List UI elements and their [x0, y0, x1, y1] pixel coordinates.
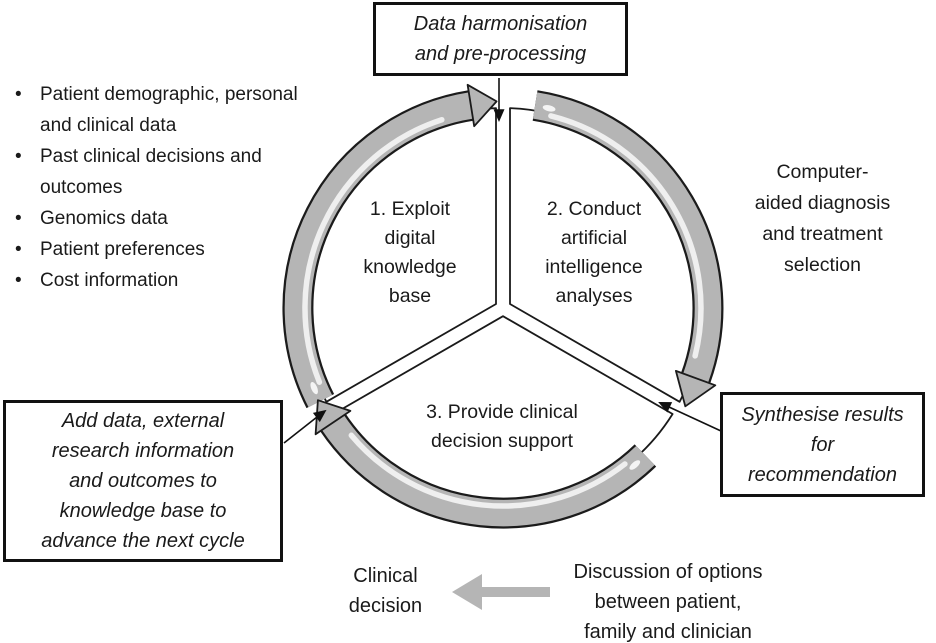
cycle-arrow-1-highlight — [302, 116, 445, 385]
cycle-arrow-1-shine — [310, 382, 318, 395]
list-item-text: Genomics data — [40, 208, 168, 229]
cycle-arrow-1-band — [284, 92, 473, 408]
list-item-text: Past clinical decisions and outcomes — [40, 146, 262, 198]
cycle-arrow-2-shine — [542, 105, 556, 112]
connector-left-line — [283, 416, 318, 444]
input-data-bullet-list: • Patient demographic, personal and clini… — [8, 79, 304, 296]
bullet-dot: • — [15, 239, 22, 260]
list-item-text: Patient demographic, personal and clinic… — [40, 84, 298, 136]
list-item-text: Cost information — [40, 270, 179, 291]
bullet-dot: • — [15, 84, 22, 105]
decision-arrow — [452, 574, 550, 610]
cycle-arrow-3-highlight — [348, 432, 628, 509]
list-item: • Genomics data — [8, 203, 304, 234]
connector-top-head — [493, 109, 505, 123]
list-item: • Cost information — [8, 265, 304, 296]
cycle-arrow-2-band — [532, 92, 722, 383]
bullet-dot: • — [15, 146, 22, 167]
cycle-arrow-3-band — [322, 415, 655, 527]
connector-right-head — [658, 401, 673, 413]
list-item: • Patient demographic, personal and clini… — [8, 79, 304, 141]
list-item: • Past clinical decisions and outcomes — [8, 141, 304, 203]
cycle-arrow-2-head — [675, 369, 717, 408]
cycle-arrow-2-highlight — [548, 113, 704, 359]
bullet-dot: • — [15, 208, 22, 229]
bullet-dot: • — [15, 270, 22, 291]
cycle-arrow-3-shine — [629, 460, 641, 470]
list-item-text: Patient preferences — [40, 239, 205, 260]
connector-left-head — [312, 409, 327, 423]
cycle-arrow-1-head — [466, 83, 498, 128]
connector-right-line — [668, 406, 722, 432]
list-item: • Patient preferences — [8, 234, 304, 265]
